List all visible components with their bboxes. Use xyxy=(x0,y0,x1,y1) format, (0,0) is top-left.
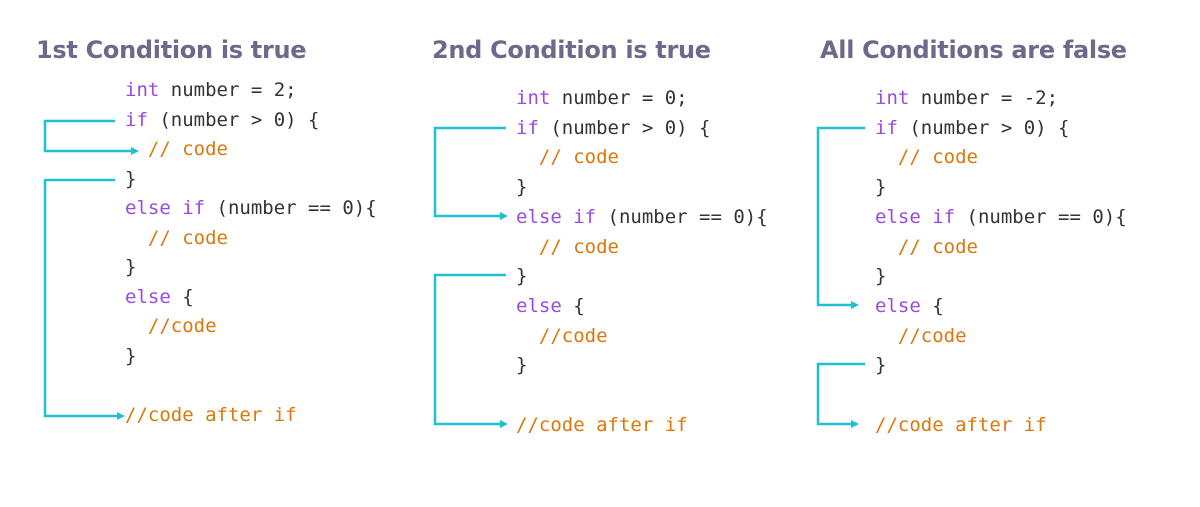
code-comment: // code xyxy=(125,227,228,249)
code-text: (number == 0){ xyxy=(955,206,1127,228)
code-line: } xyxy=(875,353,886,377)
code-line: //code after if xyxy=(875,413,1047,437)
code-line: //code after if xyxy=(125,403,297,427)
flow-arrow-if-to-code xyxy=(43,119,132,153)
code-line: else { xyxy=(875,294,944,318)
code-text: } xyxy=(516,354,528,376)
code-comment: //code xyxy=(875,325,967,347)
code-line: // code xyxy=(125,137,228,161)
code-line: // code xyxy=(875,235,978,259)
code-line: // code xyxy=(516,235,619,259)
code-line: } xyxy=(875,175,886,199)
flow-arrow-to-after-if xyxy=(816,362,865,426)
code-keyword: int xyxy=(516,87,551,109)
code-line: } xyxy=(875,264,886,288)
code-keyword: if xyxy=(875,117,898,139)
arrowhead-icon xyxy=(851,301,859,309)
code-line: else { xyxy=(125,285,194,309)
code-line: } xyxy=(125,167,136,191)
flow-arrow-if-to-else-if xyxy=(433,126,506,218)
code-line: // code xyxy=(875,145,978,169)
code-comment: // code xyxy=(125,138,228,160)
code-line: } xyxy=(516,175,527,199)
panel-1-title: 1st Condition is true xyxy=(36,36,307,64)
code-comment: // code xyxy=(516,236,619,258)
code-text: } xyxy=(125,256,137,278)
code-line: else { xyxy=(516,294,585,318)
code-keyword: int xyxy=(875,87,910,109)
code-text: (number > 0) { xyxy=(147,109,320,131)
code-keyword: else xyxy=(516,295,562,317)
code-line: else if (number == 0){ xyxy=(875,205,1127,229)
code-text: (number == 0){ xyxy=(596,206,768,228)
code-line: if (number > 0) { xyxy=(516,116,710,140)
code-comment: //code after if xyxy=(125,404,297,426)
code-text: { xyxy=(561,295,585,317)
code-text: { xyxy=(170,286,194,308)
code-line: if (number > 0) { xyxy=(125,108,319,132)
arrowhead-icon xyxy=(500,420,508,428)
code-keyword: else if xyxy=(125,197,206,219)
code-comment: // code xyxy=(875,146,978,168)
code-text: number = -2; xyxy=(909,87,1059,109)
code-keyword: int xyxy=(125,79,160,101)
code-line: int number = 0; xyxy=(516,86,688,110)
code-text: } xyxy=(875,265,887,287)
code-line: } xyxy=(125,344,136,368)
code-line: int number = -2; xyxy=(875,86,1058,110)
code-line: // code xyxy=(516,145,619,169)
code-line: // code xyxy=(125,226,228,250)
arrowhead-icon xyxy=(851,420,859,428)
code-line: } xyxy=(516,353,527,377)
code-text: } xyxy=(875,354,887,376)
panel-3-title: All Conditions are false xyxy=(820,36,1127,64)
panel-2-title: 2nd Condition is true xyxy=(432,36,711,64)
code-line: //code after if xyxy=(516,413,688,437)
code-keyword: else if xyxy=(516,206,597,228)
code-line: //code xyxy=(125,314,217,338)
flow-arrow-if-to-else xyxy=(816,126,865,307)
code-text: } xyxy=(516,265,528,287)
code-comment: //code xyxy=(125,315,217,337)
code-line: //code xyxy=(516,324,608,348)
code-text: (number > 0) { xyxy=(897,117,1070,139)
code-text: } xyxy=(125,168,137,190)
code-line: } xyxy=(125,255,136,279)
code-keyword: else xyxy=(875,295,921,317)
code-keyword: else if xyxy=(875,206,956,228)
code-line: if (number > 0) { xyxy=(875,116,1069,140)
code-text: (number == 0){ xyxy=(205,197,377,219)
code-comment: //code after if xyxy=(875,414,1047,436)
code-line: } xyxy=(516,264,527,288)
code-text: } xyxy=(516,176,528,198)
code-comment: // code xyxy=(516,146,619,168)
code-line: int number = 2; xyxy=(125,78,297,102)
flow-arrow-to-after-if xyxy=(433,273,506,426)
flow-arrow-to-after-if xyxy=(43,178,118,418)
code-text: } xyxy=(875,176,887,198)
code-line: else if (number == 0){ xyxy=(516,205,768,229)
code-text: } xyxy=(125,345,137,367)
code-line: //code xyxy=(875,324,967,348)
code-text: number = 0; xyxy=(550,87,688,109)
arrowhead-icon xyxy=(131,147,139,155)
arrowhead-icon xyxy=(500,212,508,220)
code-text: number = 2; xyxy=(159,79,297,101)
code-keyword: else xyxy=(125,286,171,308)
code-text: { xyxy=(920,295,944,317)
code-comment: //code xyxy=(516,325,608,347)
code-text: (number > 0) { xyxy=(538,117,711,139)
code-keyword: if xyxy=(516,117,539,139)
code-comment: // code xyxy=(875,236,978,258)
code-keyword: if xyxy=(125,109,148,131)
code-comment: //code after if xyxy=(516,414,688,436)
arrowhead-icon xyxy=(117,412,125,420)
code-line: else if (number == 0){ xyxy=(125,196,377,220)
